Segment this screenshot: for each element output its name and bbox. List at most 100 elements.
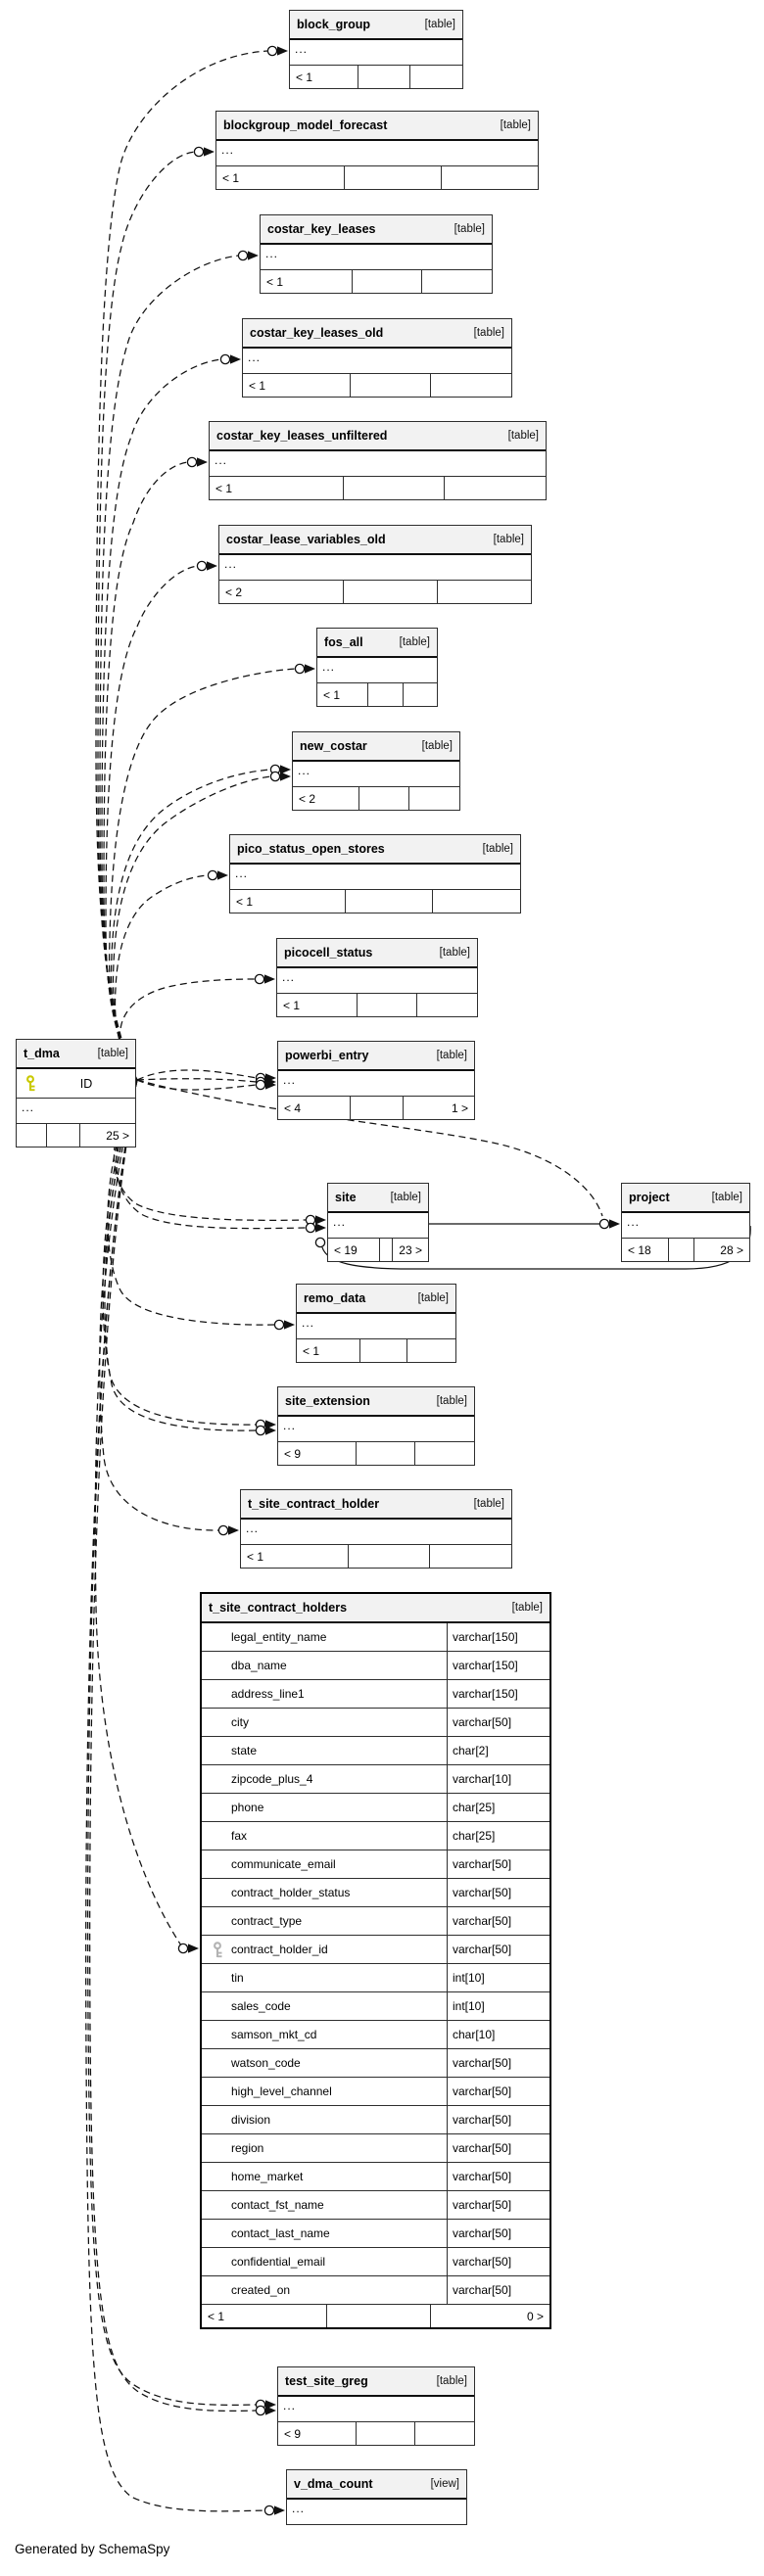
elided-columns-row: ... xyxy=(17,1099,135,1124)
table-node-blockgroup_model_forecast[interactable]: blockgroup_model_forecast [table]...< 1 xyxy=(215,111,539,190)
degree-cell xyxy=(442,166,538,189)
column-name: dba_name xyxy=(202,1652,447,1679)
column-name: tin xyxy=(202,1964,447,1991)
degree-stats-row: < 1 xyxy=(290,66,462,88)
table-node-fos_all[interactable]: fos_all[table]...< 1 xyxy=(316,628,438,707)
table-node-t_dma[interactable]: t_dma[table]ID...25 > xyxy=(16,1039,136,1147)
degree-cell: < 1 xyxy=(210,477,345,499)
elided-columns-row: ... xyxy=(328,1213,428,1239)
table-node-pico_status_open_stores[interactable]: pico_status_open_stores[table]...< 1 xyxy=(229,834,521,913)
table-node-new_costar[interactable]: new_costar[table]...< 2 xyxy=(292,731,460,811)
column-name: city xyxy=(202,1709,447,1736)
column-name: created_on xyxy=(202,2276,447,2304)
elided-columns-row: ... xyxy=(277,968,477,994)
relationship-line-dashed xyxy=(105,565,199,1081)
table-node-t_site_contract_holder[interactable]: t_site_contract_holder[table]...< 1 xyxy=(240,1489,512,1569)
table-node-remo_data[interactable]: remo_data[table]...< 1 xyxy=(296,1284,456,1363)
elided-columns-row: ... xyxy=(216,141,538,166)
table-node-costar_key_leases_unfiltered[interactable]: costar_key_leases_unfiltered[table]...< … xyxy=(209,421,547,500)
degree-cell: < 1 xyxy=(317,683,369,706)
column-type: varchar[50] xyxy=(447,1709,549,1736)
column-type: varchar[50] xyxy=(447,2134,549,2162)
degree-cell xyxy=(346,890,434,913)
table-header: costar_lease_variables_old[table] xyxy=(219,526,531,555)
degree-cell xyxy=(344,581,438,603)
degree-stats-row: < 2 xyxy=(219,581,531,603)
column-name: watson_code xyxy=(202,2049,447,2077)
table-header: picocell_status[table] xyxy=(277,939,477,968)
table-node-v_dma_count[interactable]: v_dma_count[view]... xyxy=(286,2469,467,2525)
column-name: contract_type xyxy=(202,1907,447,1935)
column-name: fax xyxy=(202,1822,447,1850)
table-node-picocell_status[interactable]: picocell_status[table]...< 1 xyxy=(276,938,478,1017)
degree-cell xyxy=(17,1124,48,1147)
relationship-line-dashed xyxy=(112,775,272,1081)
table-header: remo_data[table] xyxy=(297,1285,455,1314)
column-name-text: sales_code xyxy=(231,1999,291,2013)
column-name-text: high_level_channel xyxy=(231,2084,332,2098)
relationship-line-dashed xyxy=(136,1069,258,1081)
degree-cell xyxy=(438,581,531,603)
table-header: costar_key_leases_old[table] xyxy=(243,319,511,349)
column-type: varchar[150] xyxy=(447,1652,549,1679)
degree-cell xyxy=(407,1339,455,1362)
table-kind-tag: [table] xyxy=(500,119,531,131)
column-type: char[2] xyxy=(447,1737,549,1764)
table-node-costar_key_leases_old[interactable]: costar_key_leases_old[table]...< 1 xyxy=(242,318,512,398)
table-node-t_site_contract_holders[interactable]: t_site_contract_holders[table]legal_enti… xyxy=(200,1592,551,2329)
table-name: blockgroup_model_forecast xyxy=(223,118,388,132)
table-kind-tag: [table] xyxy=(454,223,485,235)
crow-foot-marker xyxy=(255,2405,276,2416)
relationship-line-dashed xyxy=(103,461,189,1081)
elided-columns-row: ... xyxy=(278,1071,474,1097)
table-node-block_group[interactable]: block_group[table]...< 1 xyxy=(289,10,463,89)
key-icon xyxy=(26,1075,35,1092)
degree-cell xyxy=(327,2305,432,2327)
degree-stats-row: < 1 xyxy=(216,166,538,189)
column-name-text: created_on xyxy=(231,2283,291,2297)
column-name: zipcode_plus_4 xyxy=(202,1765,447,1793)
table-header: block_group [table] xyxy=(290,11,462,40)
column-name-text: phone xyxy=(231,1801,264,1814)
table-name: block_group xyxy=(297,18,371,31)
degree-cell xyxy=(357,2422,415,2445)
column-name-text: contract_holder_status xyxy=(231,1886,351,1899)
table-node-site_extension[interactable]: site_extension[table]...< 9 xyxy=(277,1386,475,1466)
elided-columns-row: ... xyxy=(317,658,437,683)
elided-columns-row: ... xyxy=(219,555,531,581)
column-name-text: legal_entity_name xyxy=(231,1630,327,1644)
degree-stats-row: < 2 xyxy=(293,787,459,810)
degree-cell: < 1 xyxy=(277,994,358,1016)
elided-columns-row: ... xyxy=(261,245,492,270)
degree-cell: 28 > xyxy=(720,1242,743,1257)
table-node-test_site_greg[interactable]: test_site_greg[table]...< 9 xyxy=(277,2366,475,2446)
column-name: contact_fst_name xyxy=(202,2191,447,2219)
key-icon xyxy=(214,1942,222,1958)
table-header: fos_all[table] xyxy=(317,629,437,658)
table-kind-tag: [table] xyxy=(417,1292,449,1304)
table-kind-tag: [table] xyxy=(424,19,455,30)
degree-cell xyxy=(431,374,511,397)
column-type: varchar[50] xyxy=(447,2078,549,2105)
degree-cell xyxy=(422,270,492,293)
column-name-text: dba_name xyxy=(231,1659,287,1672)
table-node-costar_key_leases[interactable]: costar_key_leases[table]...< 1 xyxy=(260,214,493,294)
degree-cell xyxy=(360,1339,408,1362)
degree-cell: 23 > xyxy=(399,1242,422,1257)
crow-foot-marker xyxy=(255,2399,276,2411)
column-name: phone xyxy=(202,1794,447,1821)
table-node-costar_lease_variables_old[interactable]: costar_lease_variables_old[table]...< 2 xyxy=(218,525,532,604)
